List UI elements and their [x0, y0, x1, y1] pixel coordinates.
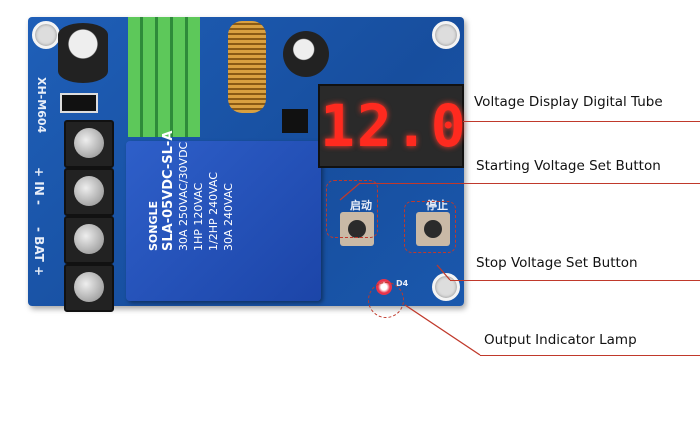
screw-icon	[74, 224, 104, 254]
leader-line	[339, 182, 361, 201]
callout-line	[463, 121, 700, 123]
callout-voltage-display: Voltage Display Digital Tube	[474, 94, 663, 110]
mounting-hole	[432, 21, 460, 49]
inductor-coil	[228, 21, 266, 113]
led-label: D4	[396, 279, 409, 288]
leader-line	[436, 264, 451, 281]
button-cap	[348, 220, 366, 238]
stop-button-label: 停止	[426, 199, 448, 212]
heatsink	[128, 17, 200, 137]
callout-line	[450, 280, 700, 282]
screw-icon	[74, 272, 104, 302]
start-button-highlight	[326, 180, 378, 238]
leader-line	[404, 304, 481, 356]
start-voltage-button[interactable]	[340, 212, 374, 246]
button-cap	[424, 220, 442, 238]
screw-icon	[74, 176, 104, 206]
callout-line	[480, 355, 700, 357]
capacitor	[283, 31, 329, 77]
callout-output-lamp: Output Indicator Lamp	[484, 332, 637, 348]
led-highlight	[368, 282, 404, 318]
digital-tube-display: 12.0	[318, 84, 468, 168]
ic-chip	[282, 109, 308, 133]
relay: SONGLE SLA-05VDC-SL-A 30A 250VAC/30VDC 1…	[126, 131, 321, 301]
pcb-board: XH-M604 + IN - - BAT + SONGLE SLA-05VDC-…	[28, 17, 468, 312]
capacitor	[58, 23, 108, 83]
terminal-block	[64, 120, 114, 312]
screw-icon	[74, 128, 104, 158]
diode	[60, 93, 98, 113]
start-button-label: 启动	[350, 199, 372, 212]
display-value: 12.0	[320, 92, 468, 160]
stop-button-highlight	[404, 201, 456, 253]
callout-line	[360, 183, 700, 185]
stop-voltage-button[interactable]	[416, 212, 450, 246]
callout-start-button: Starting Voltage Set Button	[476, 158, 661, 174]
callout-stop-button: Stop Voltage Set Button	[476, 255, 638, 271]
